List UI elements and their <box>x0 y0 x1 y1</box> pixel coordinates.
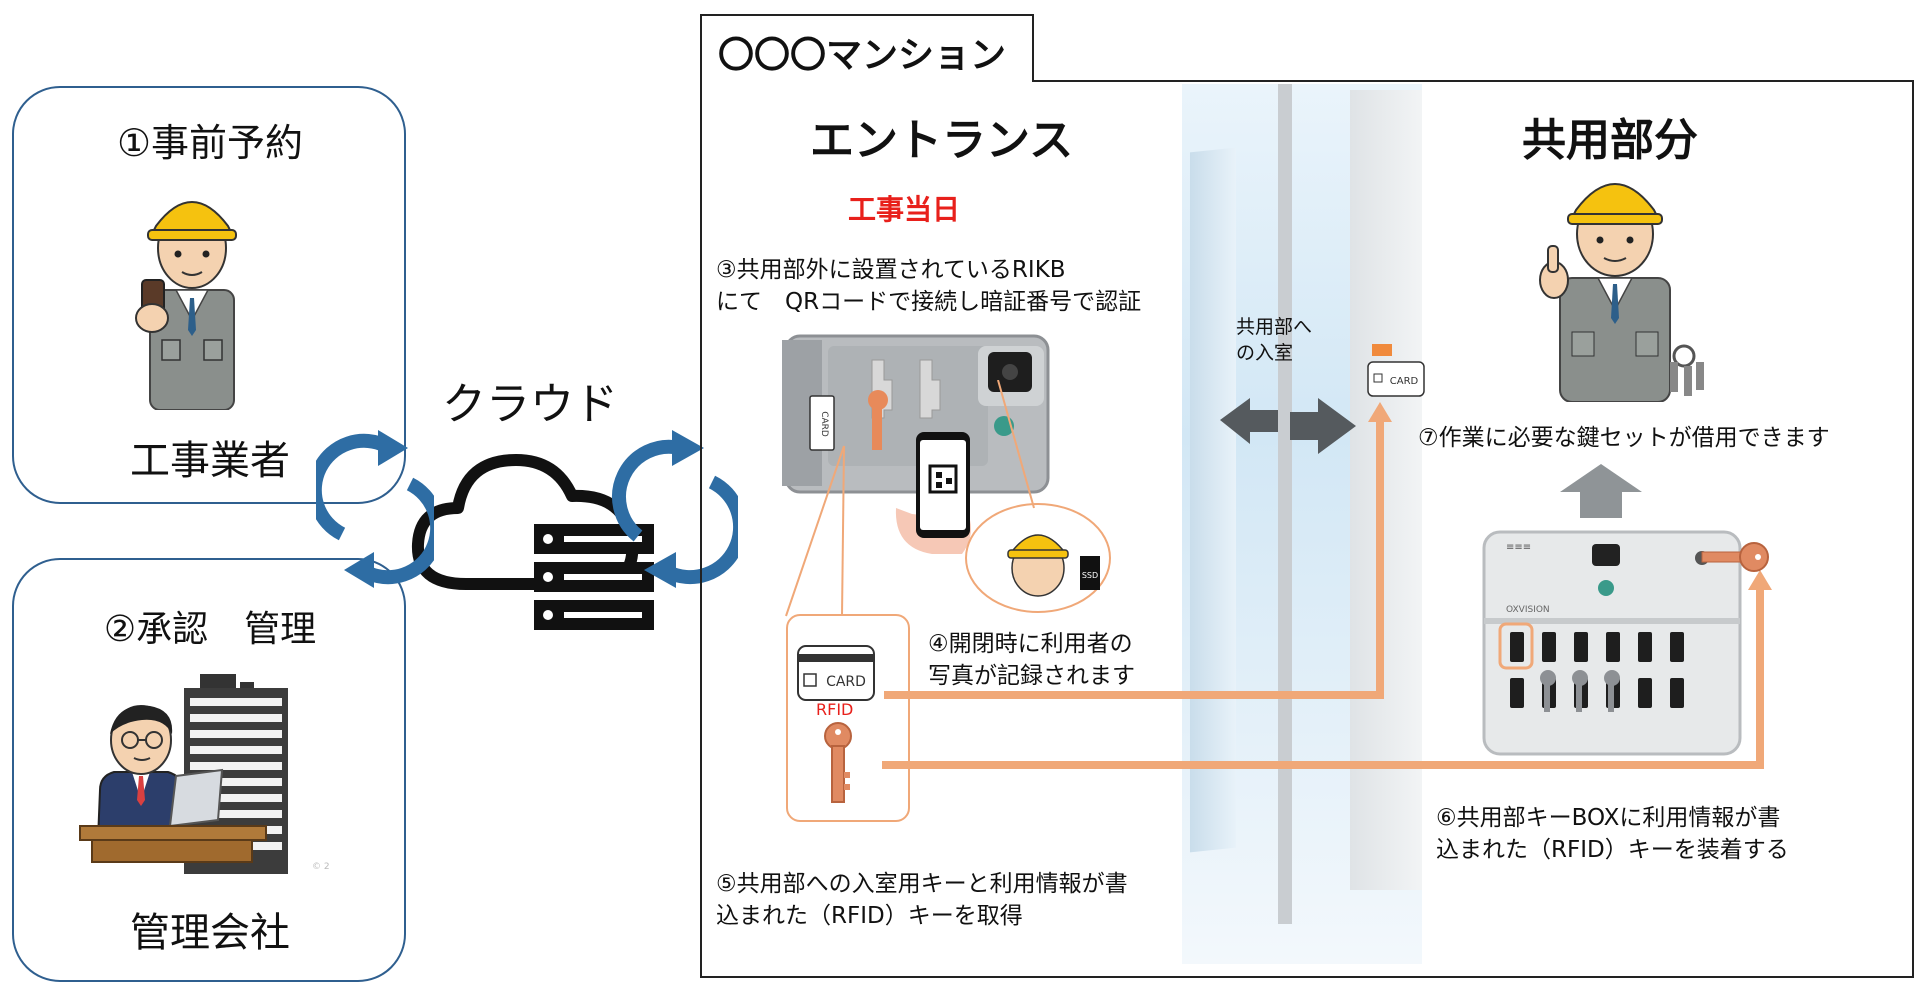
box-logo: ≡≡≡ <box>1506 542 1531 553</box>
device-card-label: CARD <box>819 411 829 437</box>
cloud-server-icon <box>411 454 654 630</box>
rfid-card-icon: CARD <box>797 645 875 701</box>
step3-line2: にて QRコードで接続し暗証番号で認証 <box>716 289 1142 315</box>
card-text: CARD <box>826 674 866 690</box>
work-day-label: 工事当日 <box>848 193 961 226</box>
box-brand-text: OXVISION <box>1506 605 1550 615</box>
common-area-title: 共用部分 <box>1522 115 1698 166</box>
building-name: 〇〇〇マンション <box>718 35 1007 76</box>
building-name-tab <box>700 14 1034 82</box>
worker-with-keys-icon <box>1539 183 1704 402</box>
reader-card-text: CARD <box>1390 376 1419 387</box>
building-frame <box>700 80 1914 978</box>
contractor-label: 工事業者 <box>130 438 290 484</box>
door-label-line2: の入室 <box>1236 342 1294 364</box>
step5-line2: 込まれた（RFID）キーを取得 <box>716 903 1023 929</box>
entrance-title: エントランス <box>810 115 1074 166</box>
company-label: 管理会社 <box>130 910 290 956</box>
user-photo-bubble: SSD <box>965 503 1111 613</box>
up-arrow-icon <box>1560 464 1642 518</box>
camera-link-line <box>997 380 1035 509</box>
rfid-label: RFID <box>816 700 854 719</box>
step5-line1: ⑤共用部への入室用キーと利用情報が書 <box>716 871 1128 897</box>
sync-arrows-right-icon <box>612 430 738 588</box>
card-key-group <box>786 614 910 822</box>
door-panel-right <box>1350 90 1422 890</box>
inserted-rfid-key-icon <box>1701 542 1769 572</box>
card-key-callout-lines <box>785 445 845 617</box>
step3-line1: ③共用部外に設置されているRIKB <box>716 257 1066 283</box>
manager-at-desk-icon <box>79 705 267 863</box>
step6-line1: ⑥共用部キーBOXに利用情報が書 <box>1436 805 1781 831</box>
door-frame-pillar <box>1278 84 1292 924</box>
step4-line1: ④開閉時に利用者の <box>928 631 1133 657</box>
smartphone-qr-icon <box>895 432 971 554</box>
step4-line2: 写真が記録されます <box>928 663 1135 689</box>
approval-title: ②承認 管理 <box>103 609 317 650</box>
ssd-label: SSD <box>1082 571 1098 580</box>
illustration-watermark: © 2 <box>312 862 330 872</box>
door-open-arrows-icon <box>1220 398 1356 454</box>
cloud-label: クラウド <box>442 379 618 430</box>
contractor-worker-icon <box>135 201 237 410</box>
rfid-key-icon <box>824 722 852 803</box>
step7-text: ⑦作業に必要な鍵セットが借用できます <box>1418 425 1830 451</box>
step6-line2: 込まれた（RFID）キーを装着する <box>1436 837 1789 863</box>
door-label-line1: 共用部へ <box>1236 316 1313 338</box>
card-reader-icon: CARD <box>1367 344 1425 397</box>
reservation-title: ①事前予約 <box>116 121 304 165</box>
rfid-flow-lines <box>882 402 1772 769</box>
sync-arrows-left-icon <box>316 430 434 588</box>
